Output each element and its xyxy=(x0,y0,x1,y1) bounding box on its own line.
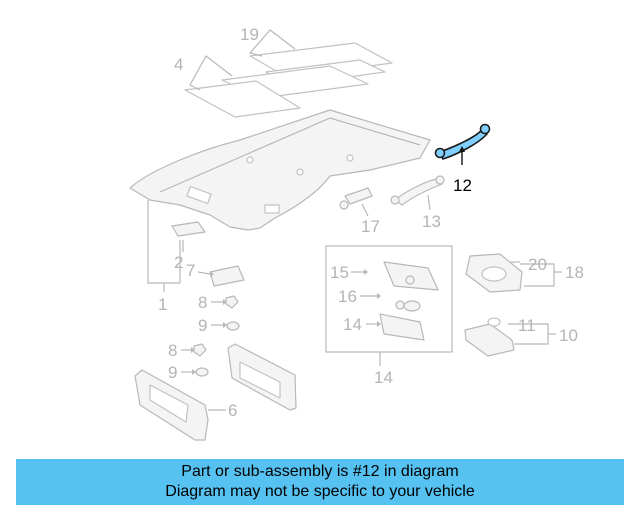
sound-pad-4 xyxy=(184,65,369,118)
callout-5: 19 xyxy=(240,25,259,44)
screw-8-lower xyxy=(193,343,207,357)
lead-4 xyxy=(189,55,233,91)
callout-12: 12 xyxy=(453,176,472,195)
hook-18 xyxy=(339,187,373,210)
banner-line-1: Part or sub-assembly is #12 in diagram xyxy=(181,463,459,480)
callout-7: 7 xyxy=(186,261,195,280)
callout-8-upper: 8 xyxy=(198,293,207,312)
info-banner: Part or sub-assembly is #12 in diagram D… xyxy=(16,459,624,505)
bracket-2 xyxy=(171,221,206,237)
parts-diagram: 19 4 1 2 7 8 9 8 xyxy=(129,25,584,441)
cap-9-upper xyxy=(226,321,240,331)
assist-grip-13 xyxy=(390,175,445,206)
callout-20: 20 xyxy=(528,255,547,274)
callout-15: 14 xyxy=(343,315,362,334)
callout-17: 16 xyxy=(338,287,357,306)
headliner xyxy=(129,109,431,231)
cap-9-lower xyxy=(195,367,209,377)
callout-14: 14 xyxy=(374,368,393,387)
callout-1: 1 xyxy=(158,295,167,314)
callout-8-lower: 8 xyxy=(168,341,177,360)
dome-lamp-box xyxy=(325,245,453,353)
callout-19: 18 xyxy=(565,263,584,282)
screw-8-upper xyxy=(225,295,239,309)
lead-5 xyxy=(248,29,296,57)
sun-visor-right xyxy=(227,343,297,411)
callout-13: 13 xyxy=(422,212,441,231)
assist-grip-12 xyxy=(434,123,491,160)
callout-2: 2 xyxy=(174,253,183,272)
lead-1 xyxy=(147,200,181,292)
lamp-10 xyxy=(464,317,515,357)
callout-9-upper: 9 xyxy=(198,316,207,335)
callout-9-lower: 9 xyxy=(168,363,177,382)
callout-10: 10 xyxy=(559,326,578,345)
banner-line-2: Diagram may not be specific to your vehi… xyxy=(165,483,475,500)
callout-6: 6 xyxy=(228,401,237,420)
callout-16: 15 xyxy=(330,263,349,282)
callout-4: 4 xyxy=(174,55,183,74)
callout-18: 17 xyxy=(361,217,380,236)
clip-7 xyxy=(209,265,245,287)
callout-11: 11 xyxy=(518,316,536,335)
sun-visor-left xyxy=(134,369,209,441)
map-lamp-assembly xyxy=(379,261,439,341)
dome-lamp-19 xyxy=(465,253,523,293)
